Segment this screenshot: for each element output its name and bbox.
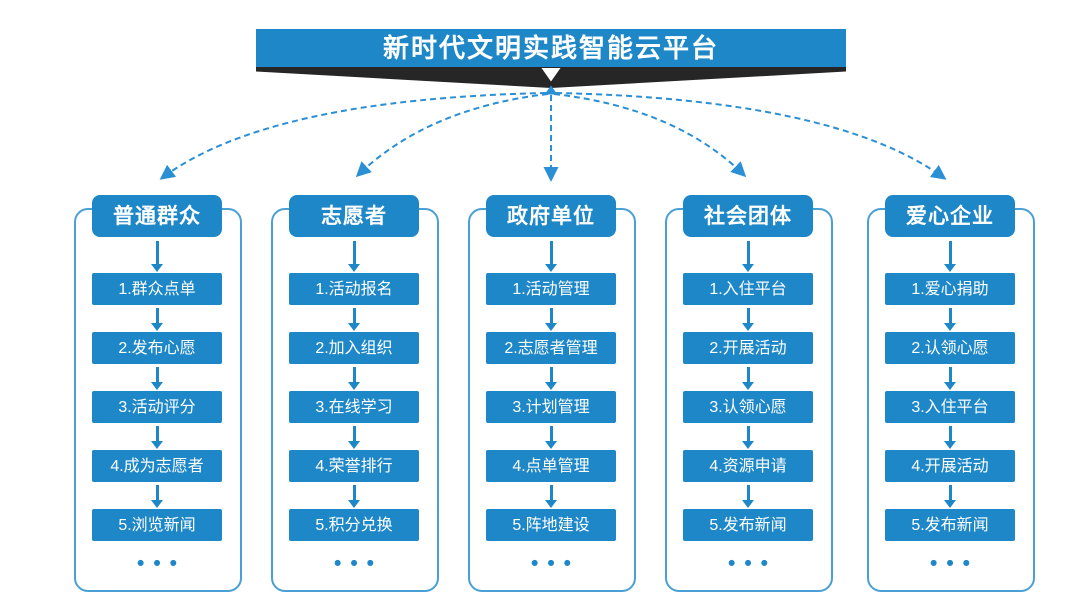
column-caring-enterprises: 爱心企业 1.爱心捐助 2.认领心愿 3.入住平台 4.开展活动 5.发布新闻 … xyxy=(866,195,1035,592)
flow-step: 5.积分兑换 xyxy=(289,509,419,541)
flow-step: 3.入住平台 xyxy=(885,391,1015,423)
down-arrow-icon xyxy=(742,237,754,273)
ellipsis-dots: ••• xyxy=(929,552,980,575)
fan-origin-arrow-icon xyxy=(544,85,558,95)
dashed-connector-1 xyxy=(159,92,547,180)
banner-shadow-wedge xyxy=(256,65,846,88)
flow-step: 5.发布新闻 xyxy=(683,509,813,541)
flow-step: 4.荣誉排行 xyxy=(289,450,419,482)
flow-step: 1.活动管理 xyxy=(486,273,616,305)
flow-step: 1.爱心捐助 xyxy=(885,273,1015,305)
down-arrow-icon xyxy=(348,423,360,450)
down-arrow-icon xyxy=(151,423,163,450)
flow-step: 5.发布新闻 xyxy=(885,509,1015,541)
ellipsis-dots: ••• xyxy=(727,552,778,575)
flow-step: 3.认领心愿 xyxy=(683,391,813,423)
flow-step: 3.活动评分 xyxy=(92,391,222,423)
flow-step: 3.在线学习 xyxy=(289,391,419,423)
down-arrow-icon xyxy=(944,482,956,509)
flow-step: 2.志愿者管理 xyxy=(486,332,616,364)
down-arrow-icon xyxy=(742,305,754,332)
down-arrow-icon xyxy=(348,305,360,332)
down-arrow-icon xyxy=(742,364,754,391)
down-arrow-icon xyxy=(742,482,754,509)
ellipsis-dots: ••• xyxy=(530,552,581,575)
down-arrow-icon xyxy=(742,423,754,450)
flow-step: 1.活动报名 xyxy=(289,273,419,305)
flow-step: 5.阵地建设 xyxy=(486,509,616,541)
dashed-connector-5 xyxy=(555,92,947,180)
dashed-connector-4 xyxy=(553,93,747,178)
column-header: 政府单位 xyxy=(486,195,616,237)
down-arrow-icon xyxy=(151,305,163,332)
flow-step: 4.资源申请 xyxy=(683,450,813,482)
flow-step: 4.开展活动 xyxy=(885,450,1015,482)
down-arrow-icon xyxy=(545,305,557,332)
down-arrow-icon xyxy=(348,364,360,391)
down-arrow-icon xyxy=(151,237,163,273)
column-header: 志愿者 xyxy=(289,195,419,237)
column-public-masses: 普通群众 1.群众点单 2.发布心愿 3.活动评分 4.成为志愿者 5.浏览新闻… xyxy=(73,195,242,592)
down-arrow-icon xyxy=(545,482,557,509)
down-arrow-icon xyxy=(545,423,557,450)
flow-step: 2.发布心愿 xyxy=(92,332,222,364)
column-header: 爱心企业 xyxy=(885,195,1015,237)
down-arrow-icon xyxy=(151,482,163,509)
column-government-units: 政府单位 1.活动管理 2.志愿者管理 3.计划管理 4.点单管理 5.阵地建设… xyxy=(467,195,636,592)
flow-step: 4.成为志愿者 xyxy=(92,450,222,482)
column-social-groups: 社会团体 1.入住平台 2.开展活动 3.认领心愿 4.资源申请 5.发布新闻 … xyxy=(664,195,833,592)
flow-step: 1.群众点单 xyxy=(92,273,222,305)
down-arrow-icon xyxy=(944,423,956,450)
down-arrow-icon xyxy=(944,237,956,273)
flow-step: 2.开展活动 xyxy=(683,332,813,364)
platform-title-banner: 新时代文明实践智能云平台 xyxy=(256,29,846,67)
ellipsis-dots: ••• xyxy=(333,552,384,575)
down-arrow-icon xyxy=(944,305,956,332)
down-arrow-icon xyxy=(545,237,557,273)
down-arrow-icon xyxy=(151,364,163,391)
flow-step: 1.入住平台 xyxy=(683,273,813,305)
down-arrow-icon xyxy=(348,482,360,509)
column-header: 普通群众 xyxy=(92,195,222,237)
flow-step: 4.点单管理 xyxy=(486,450,616,482)
down-arrow-icon xyxy=(545,364,557,391)
ellipsis-dots: ••• xyxy=(136,552,187,575)
dashed-connector-2 xyxy=(355,93,549,178)
flow-step: 2.认领心愿 xyxy=(885,332,1015,364)
column-volunteers: 志愿者 1.活动报名 2.加入组织 3.在线学习 4.荣誉排行 5.积分兑换 •… xyxy=(270,195,439,592)
banner-down-arrow-icon xyxy=(541,68,561,82)
flow-step: 5.浏览新闻 xyxy=(92,509,222,541)
flow-step: 3.计划管理 xyxy=(486,391,616,423)
down-arrow-icon xyxy=(348,237,360,273)
column-header: 社会团体 xyxy=(683,195,813,237)
flow-step: 2.加入组织 xyxy=(289,332,419,364)
down-arrow-icon xyxy=(944,364,956,391)
